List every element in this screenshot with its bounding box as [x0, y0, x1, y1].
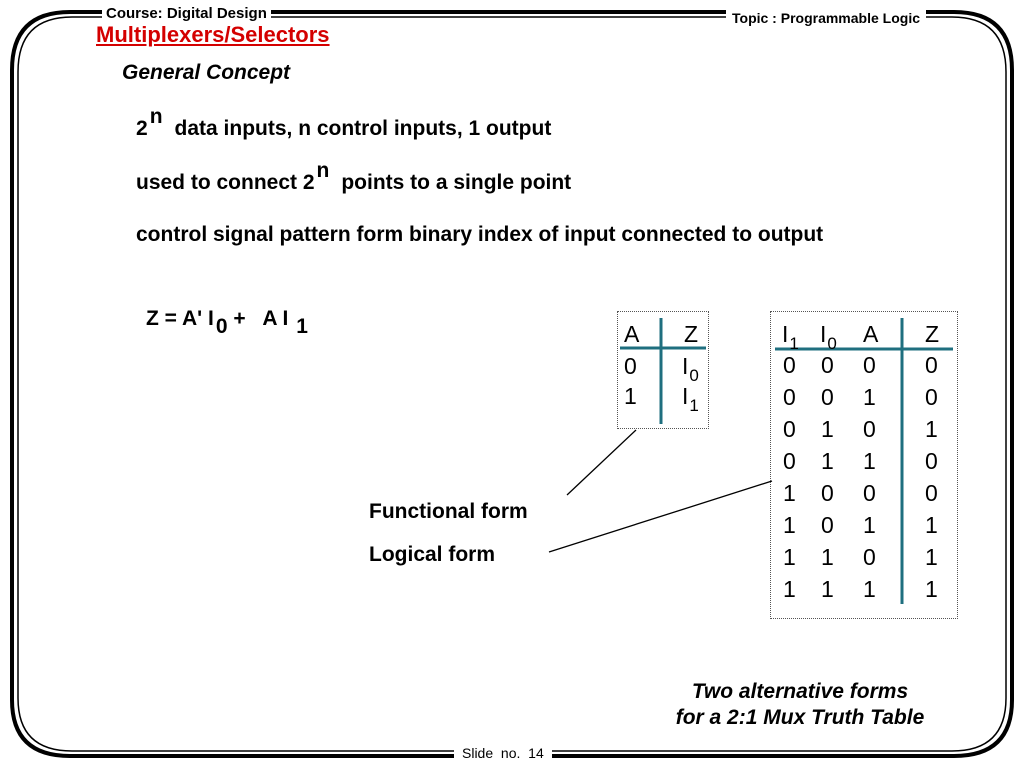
- bullet-text: data inputs, n control inputs, 1 output: [174, 117, 552, 140]
- table-cell: 1: [821, 544, 834, 570]
- bullet-control-signal: control signal pattern form binary index…: [136, 223, 824, 246]
- table-cell: 0: [821, 480, 834, 506]
- table-cell: 1: [783, 576, 796, 602]
- table-cell: 0: [783, 416, 796, 442]
- bullet-text: used to connect 2: [136, 171, 315, 194]
- table-cell: 0: [863, 544, 876, 570]
- table-cell: 0: [783, 384, 796, 410]
- table-cell: 1: [624, 383, 637, 409]
- table-cell: 1: [783, 512, 796, 538]
- table-cell: 0: [863, 480, 876, 506]
- table-cell: 0: [925, 448, 938, 474]
- equation-subscript: 1: [296, 315, 308, 338]
- bullet-data-inputs: 2n data inputs, n control inputs, 1 outpu…: [136, 105, 552, 142]
- table-cell: 0: [925, 352, 938, 378]
- topic-label: Topic : Programmable Logic: [726, 9, 926, 27]
- table-cell: 0: [821, 384, 834, 410]
- table-cell: 0: [925, 384, 938, 410]
- cell-text: I: [682, 383, 689, 409]
- bullet-connect-points: used to connect 2n points to a single poi…: [136, 159, 572, 196]
- table-header: A: [624, 321, 640, 347]
- slide-title: Multiplexers/Selectors: [96, 22, 330, 47]
- table-cell: 1: [783, 480, 796, 506]
- slide-number: Slide no. 14: [454, 744, 552, 762]
- cell-subscript: 0: [689, 366, 699, 385]
- table-cell: 0: [624, 353, 637, 379]
- section-heading: General Concept: [122, 61, 291, 84]
- caption-line-2: for a 2:1 Mux Truth Table: [675, 706, 925, 729]
- header-subscript: 0: [827, 334, 837, 353]
- bullet-base: 2: [136, 117, 148, 140]
- bullet-exponent: n: [316, 159, 330, 182]
- table-cell: 1: [925, 544, 938, 570]
- table-cell: 1: [925, 416, 938, 442]
- table-cell: 1: [925, 576, 938, 602]
- bullet-exponent: n: [149, 105, 163, 128]
- table-header: Z: [925, 321, 940, 347]
- table-cell: 1: [821, 448, 834, 474]
- equation-subscript: 0: [215, 315, 228, 338]
- table-cell: 0: [821, 512, 834, 538]
- cell-text: I: [682, 353, 689, 379]
- table-cell: 1: [821, 416, 834, 442]
- table-cell: 1: [863, 384, 876, 410]
- table-header: Z: [684, 321, 699, 347]
- table-cell: 0: [863, 352, 876, 378]
- functional-form-label: Functional form: [369, 500, 528, 523]
- logical-truth-table: I1 I0 A Z 0 0 0 0 0 0 1 0 0 1 0 1 0 1 1 …: [770, 311, 958, 619]
- caption-line-1: Two alternative forms: [691, 680, 909, 703]
- table-cell: I0: [682, 352, 699, 385]
- functional-truth-table: A Z 0 I0 1 I1: [617, 311, 709, 429]
- bullet-text: points to a single point: [341, 171, 572, 194]
- course-label: Course: Digital Design: [102, 5, 271, 23]
- table-cell: 0: [925, 480, 938, 506]
- table-header: A: [863, 321, 879, 347]
- mux-equation: Z = A' I0 + A I 1: [146, 306, 308, 338]
- table-cell: I1: [682, 382, 699, 415]
- table-cell: 0: [821, 352, 834, 378]
- table-cell: 0: [863, 416, 876, 442]
- table-header: I0: [820, 320, 837, 353]
- header-text: I: [820, 321, 827, 347]
- table-cell: 0: [783, 448, 796, 474]
- header-subscript: 1: [789, 334, 799, 353]
- table-header: I1: [782, 320, 799, 353]
- table-cell: 1: [821, 576, 834, 602]
- table-cell: 1: [783, 544, 796, 570]
- table-cell: 0: [783, 352, 796, 378]
- table-cell: 1: [863, 448, 876, 474]
- equation-term: + A I: [227, 307, 295, 330]
- table-cell: 1: [863, 576, 876, 602]
- equation-term: Z = A' I: [146, 307, 214, 330]
- cell-subscript: 1: [689, 396, 699, 415]
- header-text: I: [782, 321, 789, 347]
- table-rules: [620, 318, 706, 424]
- table-cell: 1: [863, 512, 876, 538]
- logical-form-label: Logical form: [369, 543, 496, 566]
- table-cell: 1: [925, 512, 938, 538]
- table-rules: [775, 318, 953, 604]
